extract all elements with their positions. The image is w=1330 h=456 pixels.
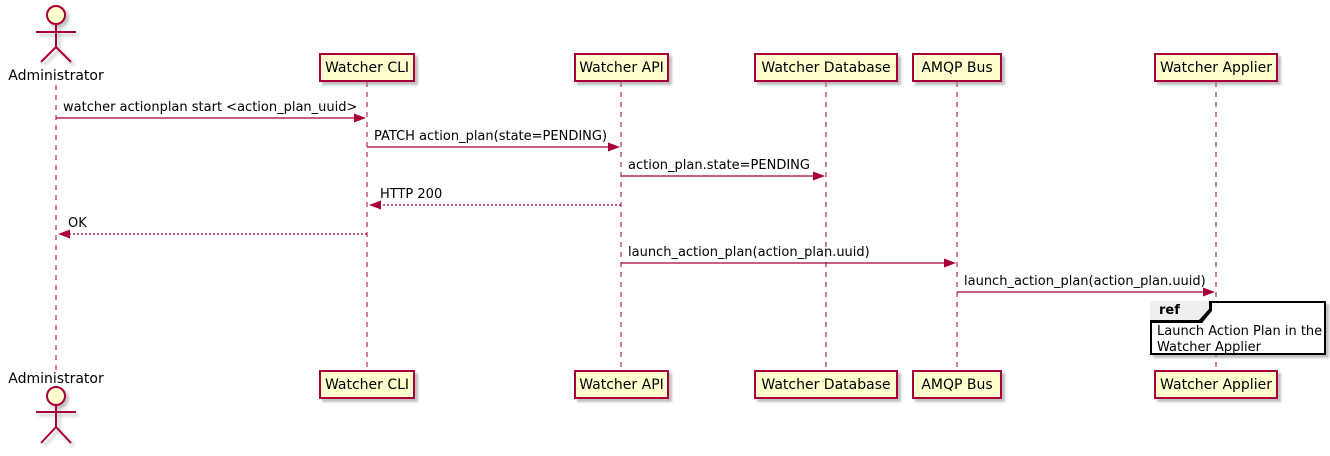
actor-figure-top [36,5,76,63]
participant-watcher-cli-top: Watcher CLI [319,53,415,82]
actor-figure-bottom [36,386,76,444]
participant-watcher-applier-bottom: Watcher Applier [1154,370,1278,399]
participant-watcher-api-top: Watcher API [574,53,669,82]
message-label-6: launch_action_plan(action_plan.uuid) [628,245,870,260]
actor-label-bottom: Administrator [8,371,104,387]
participant-watcher-api-bottom: Watcher API [574,370,669,399]
message-label-1: watcher actionplan start <action_plan_uu… [63,100,358,115]
arrowhead-msg-1 [354,113,366,123]
ref-body-text: Launch Action Plan in the Watcher Applie… [1157,324,1322,356]
participant-watcher-database-top: Watcher Database [754,53,898,82]
message-label-2: PATCH action_plan(state=PENDING) [374,129,608,144]
actor-body-icon [36,24,76,63]
ref-tab: ref [1150,301,1212,323]
participant-amqp-bus-top: AMQP Bus [912,53,1002,82]
participant-watcher-cli-bottom: Watcher CLI [319,370,415,399]
arrowhead-msg-5 [58,229,70,239]
message-label-4: HTTP 200 [380,187,443,202]
actor-head-icon [46,5,66,25]
arrowhead-msg-3 [813,171,825,181]
arrowhead-msg-6 [944,258,956,268]
arrowhead-msg-4 [369,200,381,210]
message-label-5: OK [68,216,87,231]
participant-amqp-bus-bottom: AMQP Bus [912,370,1002,399]
ref-keyword: ref [1150,301,1209,320]
actor-head-icon [46,386,66,406]
lifelines [55,82,1217,370]
participant-watcher-database-bottom: Watcher Database [754,370,898,399]
ref-fragment: ref Launch Action Plan in the Watcher Ap… [1150,301,1326,355]
message-arrows [56,113,1215,297]
arrowhead-msg-7 [1203,287,1215,297]
message-label-7: launch_action_plan(action_plan.uuid) [964,274,1206,289]
ref-body-line-2: Watcher Applier [1157,340,1261,355]
participant-watcher-applier-top: Watcher Applier [1154,53,1278,82]
ref-body-line-1: Launch Action Plan in the [1157,324,1323,339]
arrowhead-msg-2 [608,142,620,152]
actor-body-icon [36,405,76,444]
message-label-3: action_plan.state=PENDING [628,158,810,173]
actor-label-top: Administrator [8,68,104,84]
